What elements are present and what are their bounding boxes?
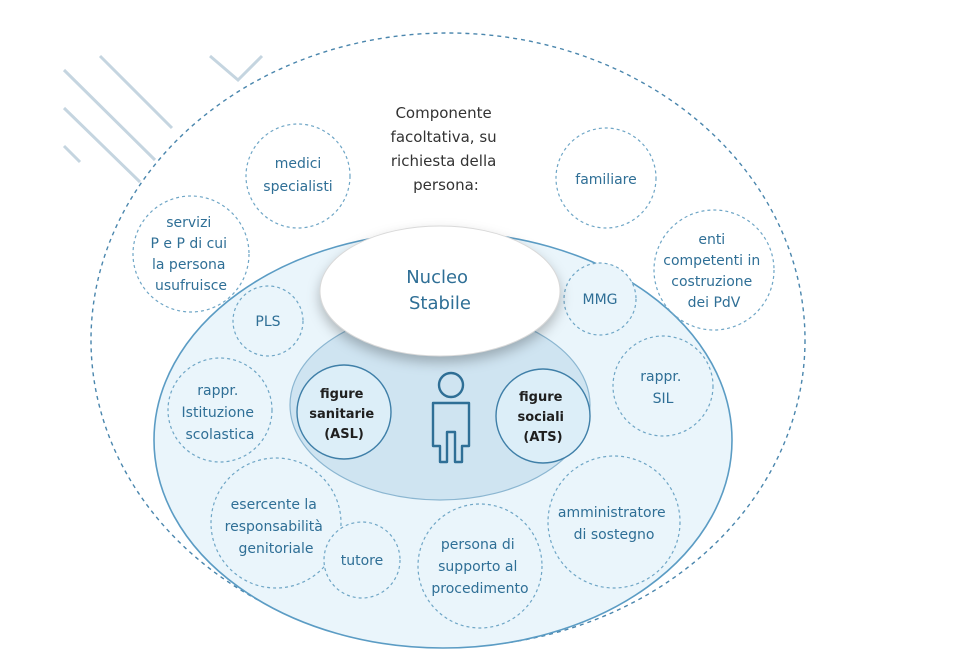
- bubble-sil: rappr. SIL: [612, 335, 714, 437]
- svg-text:PLS: PLS: [255, 314, 280, 330]
- optional-component-title: Componente facoltativa, su richiesta del…: [391, 104, 502, 194]
- svg-text:esercente la responsabil: esercente la responsabilità genitoriale: [225, 497, 328, 557]
- bubble-persona-supporto: persona di supporto al procedimento: [417, 503, 543, 629]
- bubble-mmg: MMG: [563, 262, 637, 336]
- bubble-servizi: servizi P e P di cui la persona usufruis…: [132, 195, 250, 313]
- svg-text:tutore: tutore: [341, 553, 383, 569]
- svg-text:figure sanitarie (: figure sanitarie (ASL): [309, 387, 378, 442]
- bubble-esercente: esercente la responsabilità genitoriale: [210, 457, 342, 589]
- decor-stripes-icon: [62, 54, 264, 184]
- bubble-tutore: tutore: [323, 521, 401, 599]
- svg-text:rappr. SIL: rappr. SIL: [640, 369, 685, 407]
- nucleo-stabile-bubble: Nucleo Stabile: [319, 225, 561, 357]
- svg-text:MMG: MMG: [582, 292, 617, 308]
- svg-text:persona di supporto al: persona di supporto al procedimento: [431, 537, 528, 597]
- svg-text:amministratore di sosteg: amministratore di sostegno: [558, 505, 670, 543]
- bubble-amministratore: amministratore di sostegno: [547, 455, 681, 589]
- bubble-figure-sociali: figure sociali (ATS): [495, 368, 591, 464]
- svg-text:rappr. Istituzione: rappr. Istituzione scolastica: [182, 383, 259, 443]
- bubble-figure-sanitarie: figure sanitarie (ASL): [296, 364, 392, 460]
- bubble-pls: PLS: [232, 285, 304, 357]
- svg-text:enti competenti in: enti competenti in costruzione dei PdV: [663, 232, 764, 311]
- svg-text:figure sociali (AT: figure sociali (ATS): [517, 390, 568, 445]
- bubble-familiare: familiare: [555, 127, 657, 229]
- svg-text:familiare: familiare: [575, 172, 636, 188]
- bubble-istituzione-scolastica: rappr. Istituzione scolastica: [167, 357, 273, 463]
- svg-text:servizi P e P di cui: servizi P e P di cui la persona usufruis…: [151, 215, 232, 294]
- bubble-enti-competenti: enti competenti in costruzione dei PdV: [653, 209, 775, 331]
- person-icon: [431, 371, 471, 464]
- svg-text:Nucleo Stabile: Nucleo Stabile: [406, 267, 474, 314]
